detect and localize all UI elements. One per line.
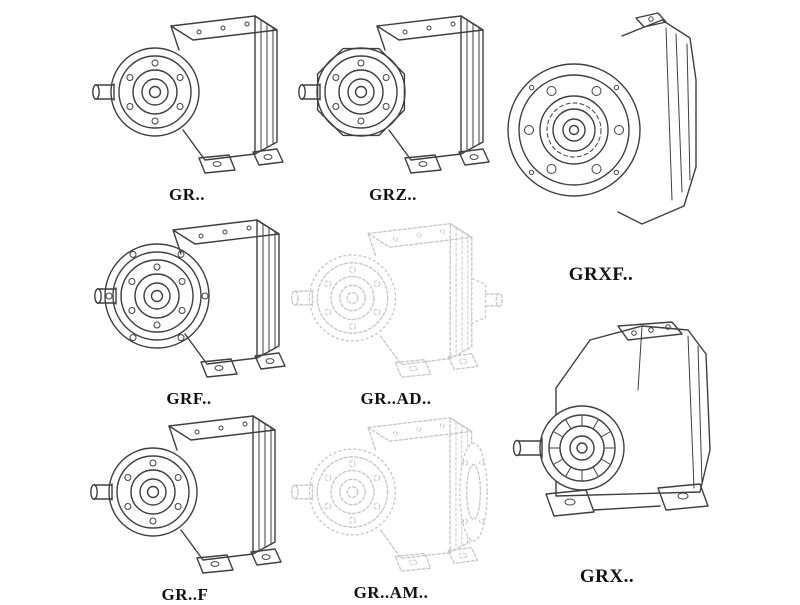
gearbox-drawing-grf [94, 219, 286, 378]
gearbox-drawing-grz [298, 15, 490, 174]
gearbox-drawing-gr-am [290, 417, 488, 572]
gearbox-figure-grx: GRX.. [488, 298, 726, 588]
gearbox-drawing-gr-f [90, 415, 282, 574]
gearbox-label-grz: GRZ.. [369, 185, 417, 204]
gearbox-label-grx: GRX.. [579, 566, 635, 587]
gearbox-figure-grz: GRZ.. [292, 2, 494, 205]
gearbox-figure-grxf: GRXF.. [494, 2, 708, 286]
gearbox-figure-gr-f: GR..F [84, 402, 286, 605]
gearbox-drawing-grx [512, 321, 711, 517]
gearbox-figure-gr-am: GR..AM.. [286, 404, 496, 603]
gearbox-label-grxf: GRXF.. [568, 264, 634, 285]
gearbox-figure-gr-ad: GR..AD.. [286, 210, 506, 409]
gearbox-label-gr: GR.. [169, 185, 205, 204]
gearbox-figure-gr: GR.. [86, 2, 288, 205]
gearbox-label-gr-am: GR..AM.. [353, 583, 429, 602]
gearbox-label-gr-ad: GR..AD.. [360, 389, 432, 408]
gearbox-figure-grf: GRF.. [88, 206, 290, 409]
gearbox-drawing-grxf [507, 12, 697, 225]
gearbox-drawing-gr [92, 15, 284, 174]
gearbox-label-grf: GRF.. [166, 389, 212, 408]
gearbox-label-gr-f: GR..F [161, 585, 209, 604]
gearbox-drawing-gr-ad [290, 223, 503, 378]
